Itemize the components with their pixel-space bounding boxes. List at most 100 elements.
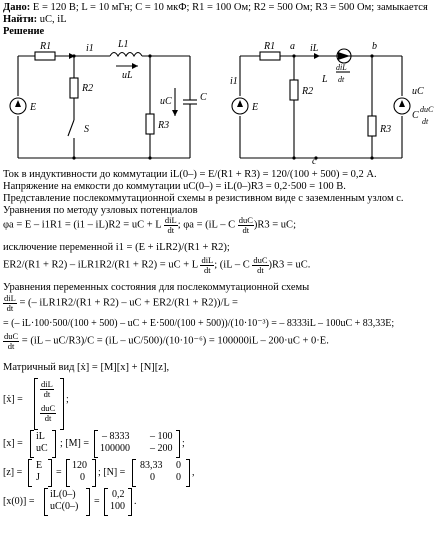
r-lbl-R1: R1 (263, 41, 275, 52)
lbl-L1: L1 (117, 39, 129, 50)
line-5b: ; φa = (iL – C (177, 219, 236, 231)
find-text: uC, iL (37, 14, 67, 25)
bracket-right (52, 430, 56, 458)
frac-den: dt (204, 264, 211, 275)
lbl-R1: R1 (39, 41, 51, 52)
lbl-R3: R3 (157, 120, 169, 131)
frac-den: dt (7, 340, 15, 351)
line-11-text: = (iL – uC/R3)/C = (iL – uC/500)/(10·10⁻… (19, 335, 329, 347)
find-label: Найти: (3, 14, 38, 25)
line-7: ER2/(R1 + R2) – iLR1R2/(R1 + R2) = uC + … (3, 256, 310, 274)
line-8: Уравнения переменных состояния для после… (3, 282, 310, 293)
bracket-left (66, 459, 70, 487)
z-val-0: E (36, 460, 43, 471)
bracket-left (30, 430, 34, 458)
circuit-diagram-left: R1 i1 L1 uL R2 uC C E S R3 (9, 39, 207, 160)
r-lbl-dt2: dt (422, 117, 429, 126)
line-7c: )R3 = uC. (268, 259, 311, 271)
frac-num: diL (200, 255, 215, 266)
line-5a: φa = E – i1R1 = (i1 – iL)R2 = uC + L (3, 219, 162, 231)
N-val-2: 0 (150, 472, 155, 483)
line-4: Уравнения по методу узловых потенциалов (3, 205, 198, 216)
bracket-right (92, 459, 96, 487)
frac-num: diL (40, 379, 54, 390)
M-lhs: ; [M] = (60, 438, 89, 449)
lbl-i1: i1 (86, 43, 94, 54)
lbl-uL: uL (122, 70, 133, 81)
xdot-lhs: [ẋ] = (3, 394, 23, 405)
frac-num: duC (3, 331, 20, 342)
given-label: Дано: (3, 2, 31, 13)
frac-den: dt (167, 224, 175, 235)
frac-den: dt (242, 224, 250, 235)
bracket-left (44, 488, 48, 516)
line-5c: )R3 = uC; (253, 219, 296, 231)
line-1: Ток в индуктивности до коммутации iL(0–)… (3, 169, 377, 180)
lbl-uC: uC (160, 96, 172, 107)
xdot-semicolon: ; (66, 394, 69, 405)
bracket-right (60, 378, 64, 430)
x-lhs: [x] = (3, 438, 23, 449)
line-7a: ER2/(R1 + R2) – iLR1R2/(R1 + R2) = uC + … (3, 259, 198, 271)
r-lbl-E: E (251, 102, 258, 113)
M-semicolon: ; (182, 438, 185, 449)
M-val-2: 100000 (100, 443, 130, 454)
circuit-diagram-right: R1 a iL b i1 E R2 L diL dt uC R3 C duC d… (230, 41, 434, 166)
line-5: φa = E – i1R1 = (i1 – iL)R2 = uC + L diL… (3, 216, 296, 234)
r-lbl-R2: R2 (301, 86, 313, 97)
line-9-text: = (– iLR1R2/(R1 + R2) – uC + ER2/(R1 + R… (16, 297, 238, 309)
bracket-right (48, 459, 52, 487)
solution-label: Решение (3, 26, 45, 37)
N-val-1: 0 (176, 460, 181, 471)
N-val-0: 83,33 (140, 460, 163, 471)
bracket-right (128, 488, 132, 516)
r-lbl-L: L (321, 74, 328, 85)
r-lbl-iL: iL (310, 43, 319, 54)
r-lbl-duC: duC (420, 105, 434, 114)
bracket-right (86, 488, 90, 516)
x0-num-0: 0,2 (112, 489, 125, 500)
N-comma: , (192, 467, 195, 478)
frac-num: diL (163, 215, 178, 226)
x0-val-0: iL(0–) (50, 489, 76, 500)
x-val-1: uC (36, 443, 48, 454)
lbl-R2: R2 (81, 83, 93, 94)
lbl-C: C (200, 92, 207, 103)
z-eq: = (56, 467, 62, 478)
frac-num: duC (237, 215, 254, 226)
x0-lhs: [x(0)] = (3, 496, 35, 507)
frac-den: dt (257, 264, 264, 275)
x0-num-1: 100 (110, 501, 125, 512)
r-lbl-c: c (312, 156, 317, 166)
z-val-1: J (36, 472, 40, 483)
z-lhs: [z] = (3, 467, 23, 478)
given-text: E = 120 В; L = 10 мГн; C = 10 мкФ; R1 = … (30, 2, 428, 13)
line-10: = (– iL·100·500/(100 + 500) – uC + E·500… (3, 318, 395, 329)
frac-num: diL (3, 293, 17, 304)
bracket-left (132, 459, 136, 487)
line-12: Матричный вид [ẋ] = [M][x] + [N][z], (3, 362, 170, 373)
N-lhs: ; [N] = (98, 467, 126, 478)
r-lbl-i1: i1 (230, 76, 238, 87)
r-lbl-R3: R3 (379, 124, 391, 135)
bracket-left (34, 378, 38, 430)
x-val-0: iL (36, 431, 45, 442)
M-val-3: – 200 (150, 443, 173, 454)
r-lbl-dt1: dt (338, 75, 345, 84)
r-lbl-uC: uC (412, 86, 424, 97)
r-lbl-diL: diL (336, 63, 347, 72)
line-3: Представление послекоммутационной схемы … (3, 193, 404, 204)
z-num-0: 120 (72, 460, 87, 471)
line-2: Напряжение на емкости до коммутации uC(0… (3, 181, 346, 192)
